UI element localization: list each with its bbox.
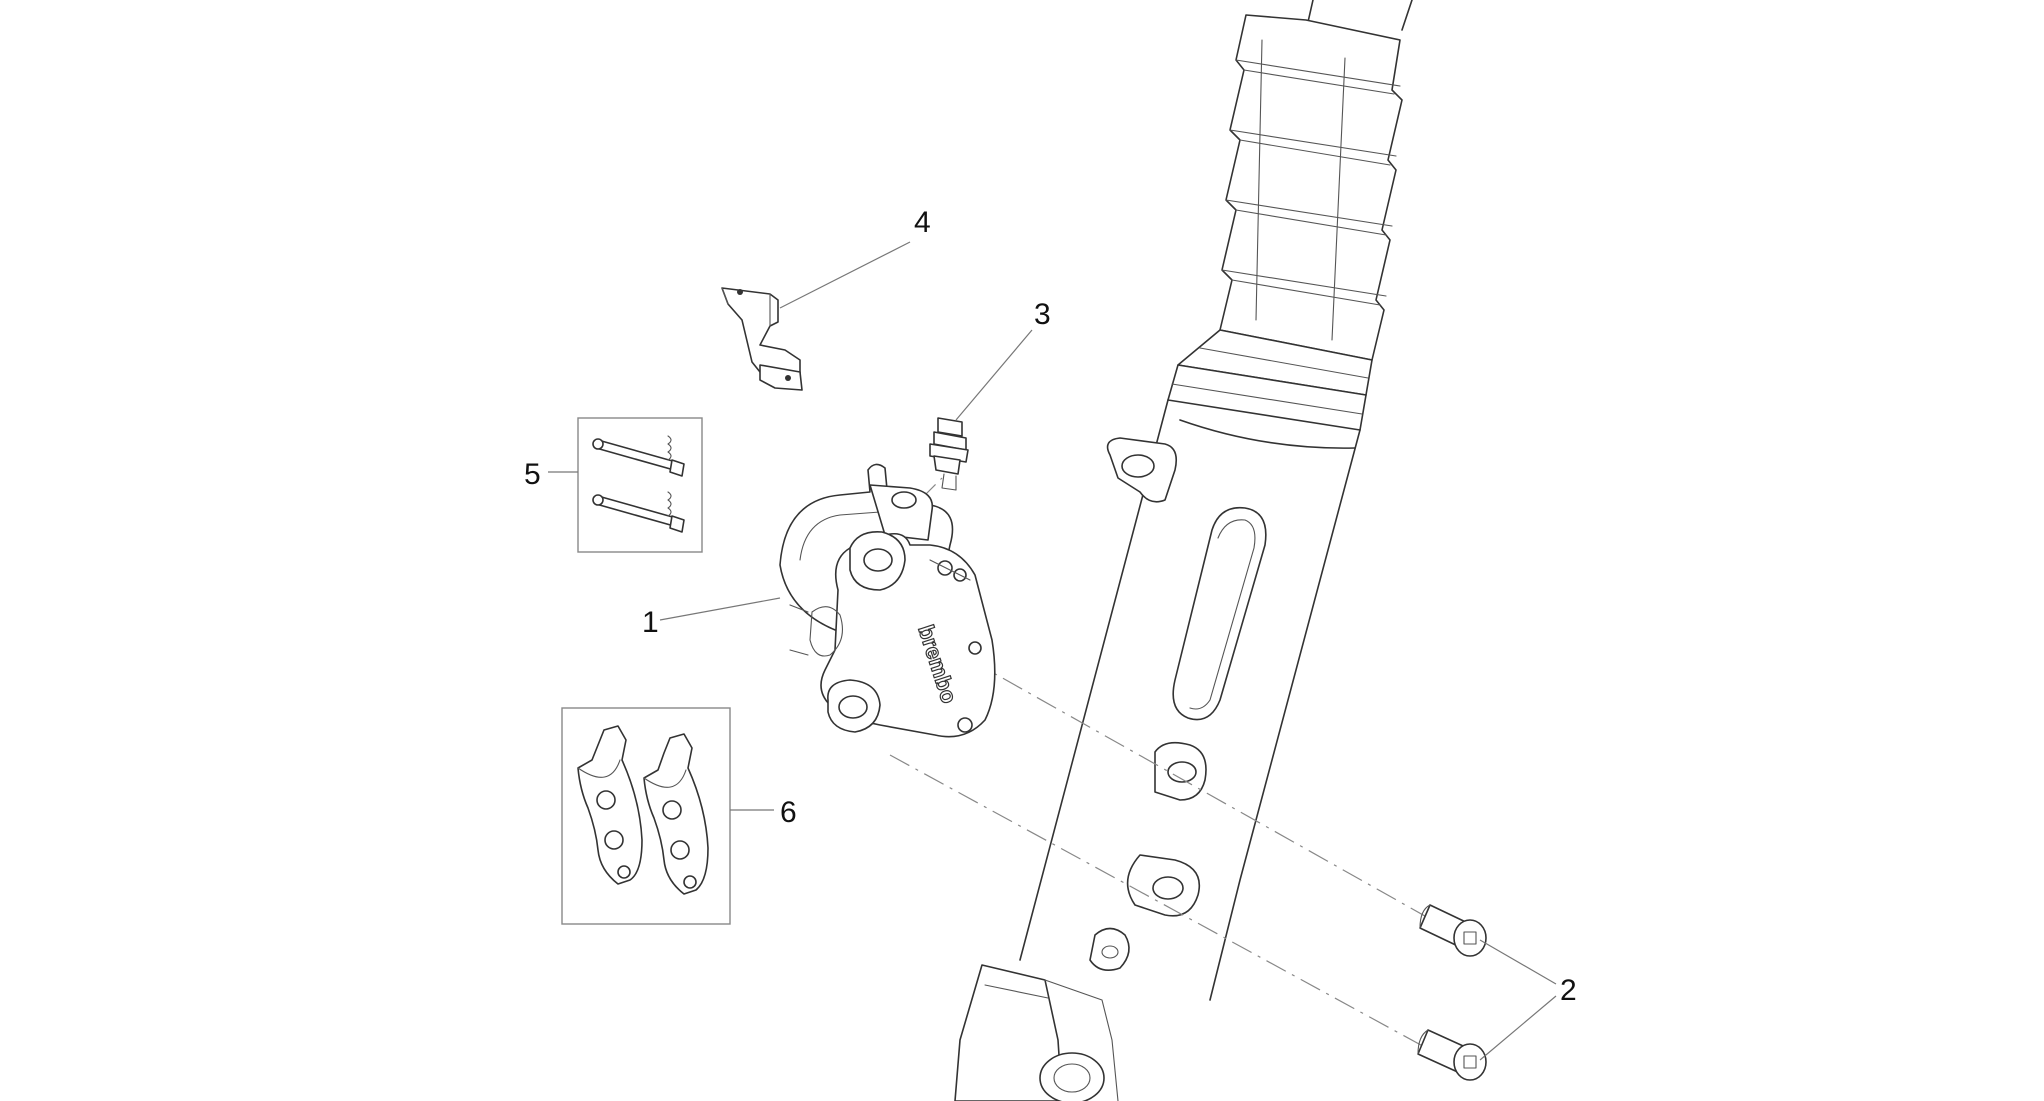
callout-1: 1	[642, 606, 659, 639]
leader-1	[659, 597, 781, 621]
pad-pin-upper	[592, 435, 685, 477]
pad-pin-lower	[592, 491, 685, 533]
brake-pad-right	[643, 733, 709, 895]
callout-3: 3	[1034, 298, 1051, 331]
callout-4: 4	[914, 206, 931, 239]
fork-leg	[954, 0, 1413, 1101]
hose-bracket	[721, 287, 803, 391]
callout-5: 5	[524, 458, 541, 491]
bleed-screw	[929, 417, 969, 491]
pad-pins-kit	[577, 417, 703, 553]
brake-caliper: brembo	[779, 463, 996, 738]
fork-boot-bellows	[1219, 14, 1403, 361]
leader-3	[955, 329, 1033, 421]
brake-pads-kit	[561, 707, 731, 925]
leader-2b	[1479, 995, 1557, 1061]
leader-4	[779, 241, 911, 309]
caliper-bolt-lower	[1417, 1029, 1487, 1081]
brake-pad-left	[577, 725, 643, 885]
callout-leaders	[548, 241, 1557, 1061]
callout-2: 2	[1560, 974, 1577, 1007]
callout-6: 6	[780, 796, 797, 829]
callout-labels: 1 2 3 4 5 6	[524, 206, 1577, 1007]
leader-2a	[1479, 939, 1557, 985]
caliper-bolt-upper	[1419, 904, 1487, 957]
